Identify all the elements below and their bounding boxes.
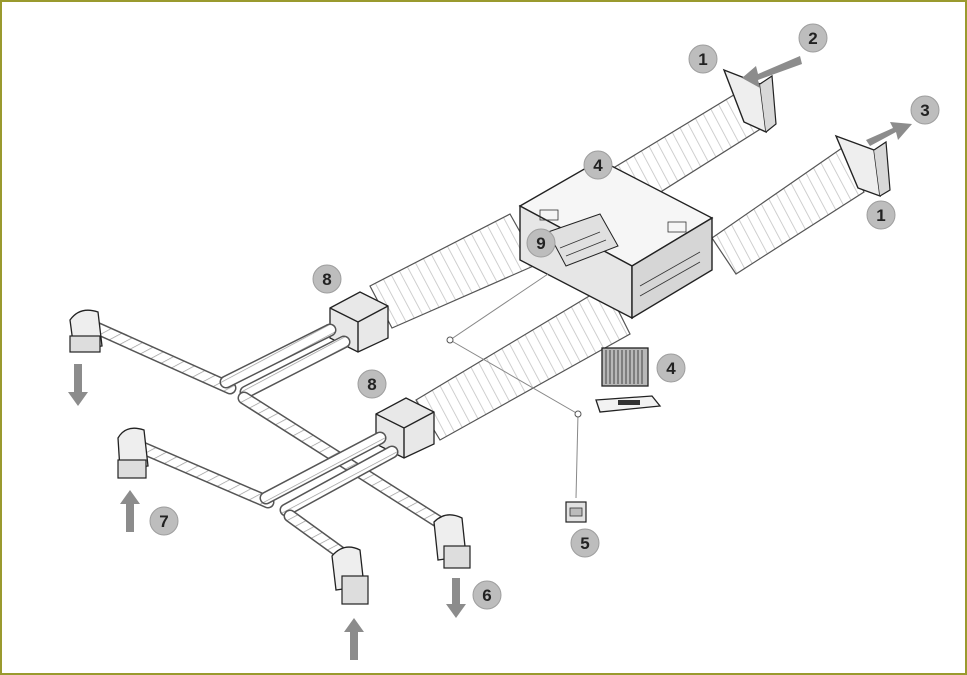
badge-1-right: 1 bbox=[866, 200, 896, 230]
svg-text:4: 4 bbox=[666, 359, 676, 378]
badge-8-upper: 8 bbox=[312, 264, 342, 294]
airflow-arrows bbox=[68, 56, 912, 660]
arrow-up-7 bbox=[120, 490, 140, 532]
svg-text:7: 7 bbox=[159, 512, 168, 531]
terminal-outlet-4 bbox=[331, 546, 369, 605]
wall-grille-lower bbox=[834, 134, 891, 198]
control-switch bbox=[565, 501, 587, 523]
svg-text:8: 8 bbox=[367, 375, 376, 394]
svg-text:8: 8 bbox=[322, 270, 331, 289]
badge-1-top: 1 bbox=[688, 44, 718, 74]
arrow-intake-outdoor bbox=[742, 56, 802, 88]
badge-9: 9 bbox=[526, 228, 556, 258]
arrow-down-1 bbox=[68, 364, 88, 406]
svg-text:5: 5 bbox=[580, 534, 589, 553]
badge-6: 6 bbox=[472, 580, 502, 610]
terminal-outlet-1 bbox=[69, 309, 103, 353]
svg-text:6: 6 bbox=[482, 586, 491, 605]
terminal-outlet-2 bbox=[117, 427, 149, 479]
badge-4-filter: 4 bbox=[656, 353, 686, 383]
svg-text:4: 4 bbox=[593, 156, 603, 175]
svg-text:3: 3 bbox=[920, 101, 929, 120]
svg-text:2: 2 bbox=[808, 29, 817, 48]
svg-text:1: 1 bbox=[876, 206, 885, 225]
extract-duct-left bbox=[415, 285, 631, 441]
badge-2: 2 bbox=[798, 23, 828, 53]
badge-7: 7 bbox=[149, 506, 179, 536]
arrow-exhaust-outdoor bbox=[866, 122, 912, 146]
control-wiring bbox=[446, 273, 582, 499]
badge-4-unit: 4 bbox=[583, 150, 613, 180]
badge-3: 3 bbox=[910, 95, 940, 125]
badge-5: 5 bbox=[570, 528, 600, 558]
supply-duct-left bbox=[369, 213, 539, 329]
badge-8-lower: 8 bbox=[357, 369, 387, 399]
terminal-outlet-3 bbox=[433, 514, 471, 569]
filter-accessory bbox=[595, 347, 662, 413]
svg-text:9: 9 bbox=[536, 234, 545, 253]
arrow-up-bottom bbox=[344, 618, 364, 660]
distribution-ducts bbox=[85, 319, 449, 565]
outdoor-duct-lower bbox=[711, 147, 865, 275]
svg-text:1: 1 bbox=[698, 50, 707, 69]
arrow-down-6 bbox=[446, 578, 466, 618]
number-badges: 1 2 3 4 1 8 9 8 4 7 5 6 bbox=[149, 23, 940, 610]
